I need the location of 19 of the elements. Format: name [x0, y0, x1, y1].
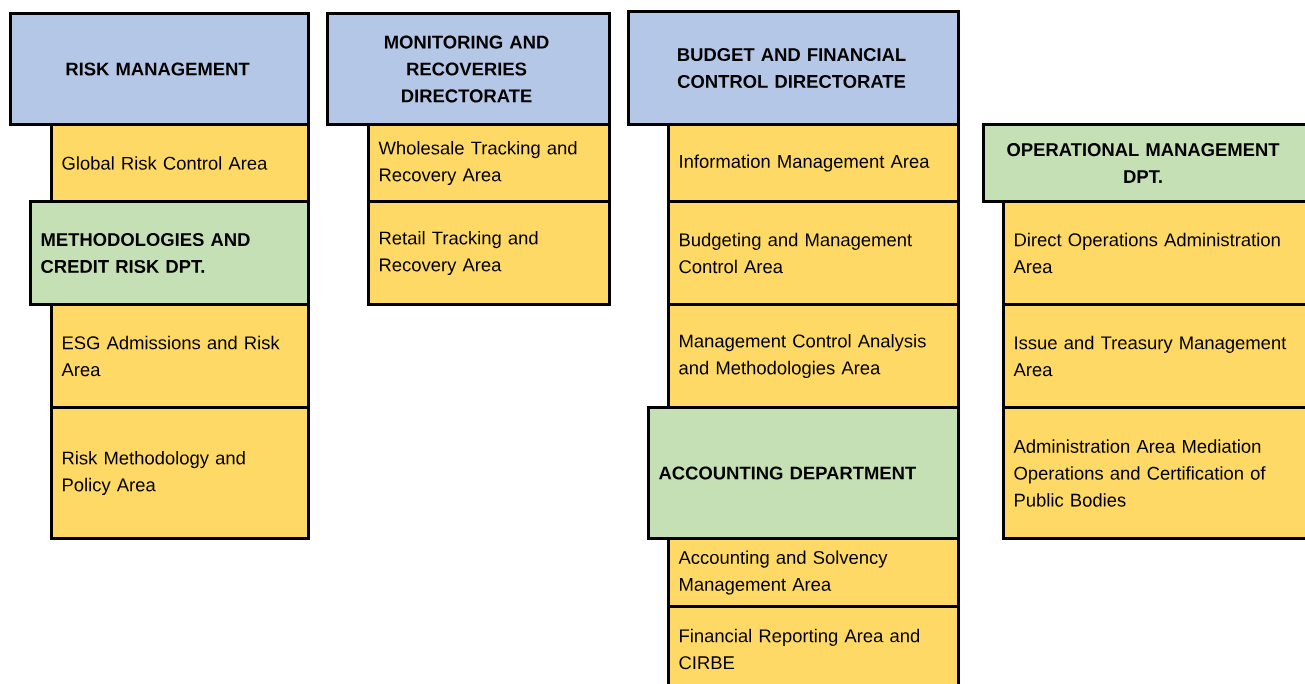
area-box: Budgeting and Management Control Area [667, 200, 960, 306]
area-box: Direct Operations Administration Area [1002, 200, 1305, 306]
area-box: Wholesale Tracking and Recovery Area [367, 123, 611, 203]
area-box: Information Management Area [667, 123, 960, 203]
area-box: Administration Area Mediation Operations and Certification of Public Bodies [1002, 406, 1305, 540]
area-box: Risk Methodology and Policy Area [50, 406, 310, 540]
area-box: Issue and Treasury Management Area [1002, 303, 1305, 409]
area-box: Retail Tracking and Recovery Area [367, 200, 611, 306]
area-box: Financial Reporting Area and CIRBE [667, 605, 960, 684]
department-box: ACCOUNTING DEPARTMENT [647, 406, 960, 540]
department-box: METHODOLOGIES AND CREDIT RISK DPT. [29, 200, 310, 306]
area-box: Accounting and Solvency Management Area [667, 537, 960, 608]
department-box: OPERATIONAL MANAGEMENT DPT. [982, 123, 1305, 203]
header-box: BUDGET AND FINANCIAL CONTROL DIRECTORATE [627, 10, 960, 126]
header-box: RISK MANAGEMENT [9, 12, 310, 126]
area-box: Global Risk Control Area [50, 123, 310, 203]
area-box: Management Control Analysis and Methodologies Area [667, 303, 960, 409]
area-box: ESG Admissions and Risk Area [50, 303, 310, 409]
header-box: MONITORING AND RECOVERIES DIRECTORATE [326, 12, 611, 126]
